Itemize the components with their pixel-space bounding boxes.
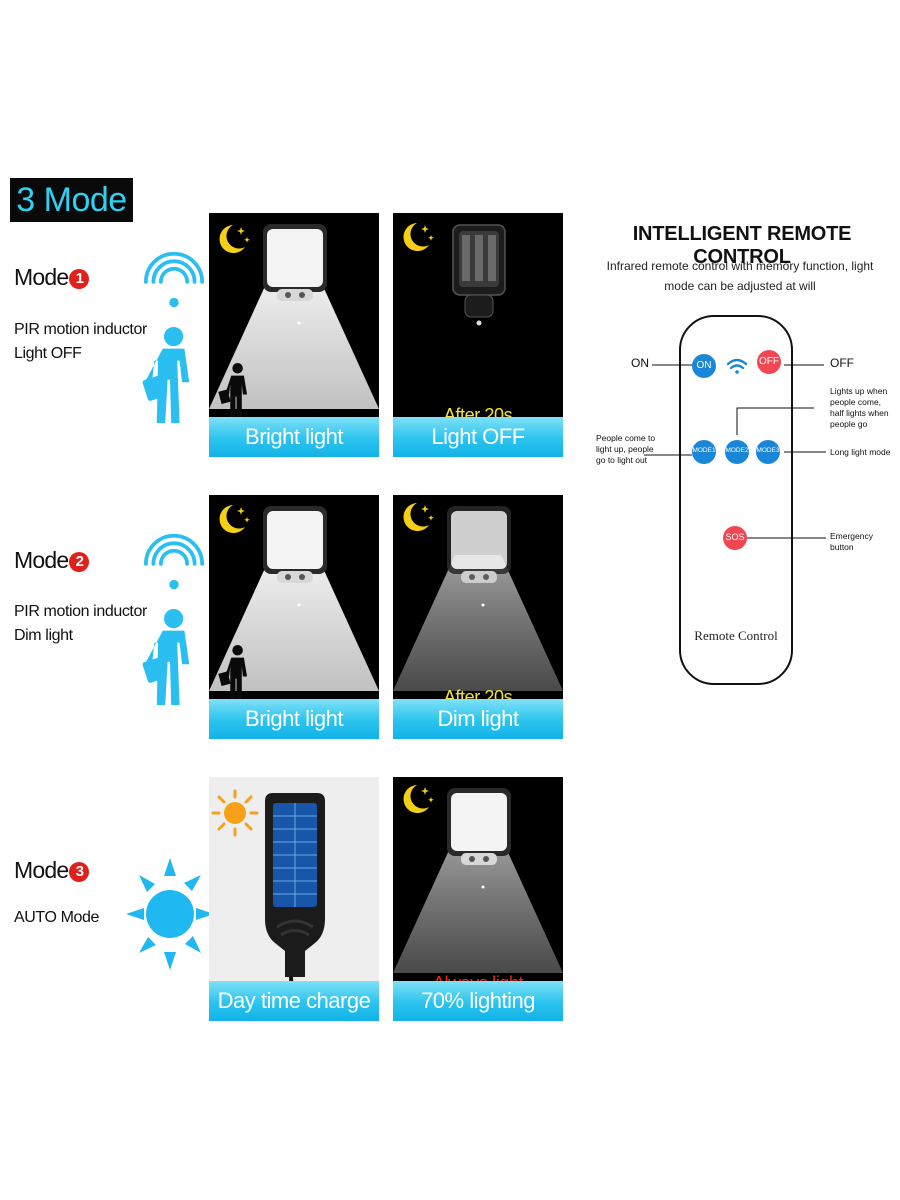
off-button[interactable] bbox=[757, 350, 781, 374]
sun-icon bbox=[126, 858, 214, 970]
remote-title: INTELLIGENT REMOTE CONTROL bbox=[632, 223, 852, 268]
mode1-button[interactable] bbox=[692, 440, 716, 464]
off-button-label: OFF bbox=[759, 356, 779, 367]
mode-3-description: AUTO Mode bbox=[14, 906, 99, 930]
page-title: 3 Mode bbox=[10, 178, 133, 222]
panel-caption: 70% lighting bbox=[393, 981, 563, 1021]
mode-3-text: Mode bbox=[14, 857, 69, 883]
callout-sos-line1: Emergency bbox=[830, 531, 873, 541]
sun-icon bbox=[211, 789, 259, 837]
callout-mode3: Long light mode bbox=[830, 447, 891, 457]
mode-1-desc-line1: PIR motion inductor bbox=[14, 321, 147, 338]
mode-2-desc-line1: PIR motion inductor bbox=[14, 603, 147, 620]
sos-button-label: SOS bbox=[725, 532, 745, 542]
mode-3-number: 3 bbox=[69, 862, 90, 882]
panel-mode1-bright: Bright light bbox=[209, 213, 379, 457]
panel-caption: Day time charge bbox=[209, 981, 379, 1021]
callout-mode2-line1: Lights up when bbox=[830, 386, 888, 396]
mode3-button[interactable] bbox=[756, 440, 780, 464]
callout-mode1-line3: go to light out bbox=[596, 455, 648, 465]
mode-2-desc-line2: Dim light bbox=[14, 627, 73, 644]
person-icon bbox=[141, 327, 190, 423]
panel-mode2-dim: After 20s Dim light bbox=[393, 495, 563, 739]
remote-subtitle-line1: Infrared remote control with memory func… bbox=[606, 259, 874, 273]
callout-sos-line2: button bbox=[830, 542, 854, 552]
panel-mode2-bright: Bright light bbox=[209, 495, 379, 739]
remote-subtitle-line2: mode can be adjusted at will bbox=[664, 279, 816, 293]
panel-caption: Light OFF bbox=[393, 417, 563, 457]
on-button[interactable] bbox=[692, 354, 716, 378]
mode-2-number: 2 bbox=[69, 552, 90, 572]
panel-mode3-day: Day time charge bbox=[209, 777, 379, 1021]
person-icon bbox=[141, 609, 190, 705]
callout-mode1-line2: light up, people bbox=[596, 444, 654, 454]
panel-caption: Bright light bbox=[209, 417, 379, 457]
mode-1-text: Mode bbox=[14, 264, 69, 290]
panel-mode1-off: After 20s Light OFF bbox=[393, 213, 563, 457]
mode-1-desc-line2: Light OFF bbox=[14, 345, 82, 362]
callout-sos: Emergency button bbox=[830, 531, 873, 553]
panel-caption: Bright light bbox=[209, 699, 379, 739]
mode2-button-label: MODE2 bbox=[725, 447, 749, 454]
panel-mode3-always: Always light 70% lighting bbox=[393, 777, 563, 1021]
mode2-button[interactable] bbox=[725, 440, 749, 464]
motion-wave-icon bbox=[144, 533, 204, 592]
on-button-label: ON bbox=[696, 360, 712, 371]
mode-3-desc-line1: AUTO Mode bbox=[14, 909, 100, 926]
callout-mode2-line2: people come, bbox=[830, 397, 882, 407]
mode3-button-label: MODE3 bbox=[756, 447, 780, 454]
remote-diagram bbox=[644, 315, 826, 685]
panel-caption: Dim light bbox=[393, 699, 563, 739]
callout-mode2: Lights up when people come, half lights … bbox=[830, 386, 889, 430]
callout-off: OFF bbox=[830, 356, 854, 370]
callout-mode2-line3: half lights when bbox=[830, 408, 889, 418]
sos-button[interactable] bbox=[723, 526, 747, 550]
mode1-button-label: MODE1 bbox=[692, 447, 716, 454]
mode-2-text: Mode bbox=[14, 547, 69, 573]
remote-device-label: Remote Control bbox=[694, 628, 778, 643]
callout-mode2-line4: people go bbox=[830, 419, 868, 429]
motion-wave-icon bbox=[144, 251, 204, 310]
callout-on: ON bbox=[631, 356, 649, 370]
callout-mode1: People come to light up, people go to li… bbox=[596, 433, 655, 466]
wifi-icon bbox=[726, 358, 748, 374]
callout-mode1-line1: People come to bbox=[596, 433, 656, 443]
remote-subtitle: Infrared remote control with memory func… bbox=[600, 256, 880, 296]
mode-1-number: 1 bbox=[69, 269, 90, 289]
